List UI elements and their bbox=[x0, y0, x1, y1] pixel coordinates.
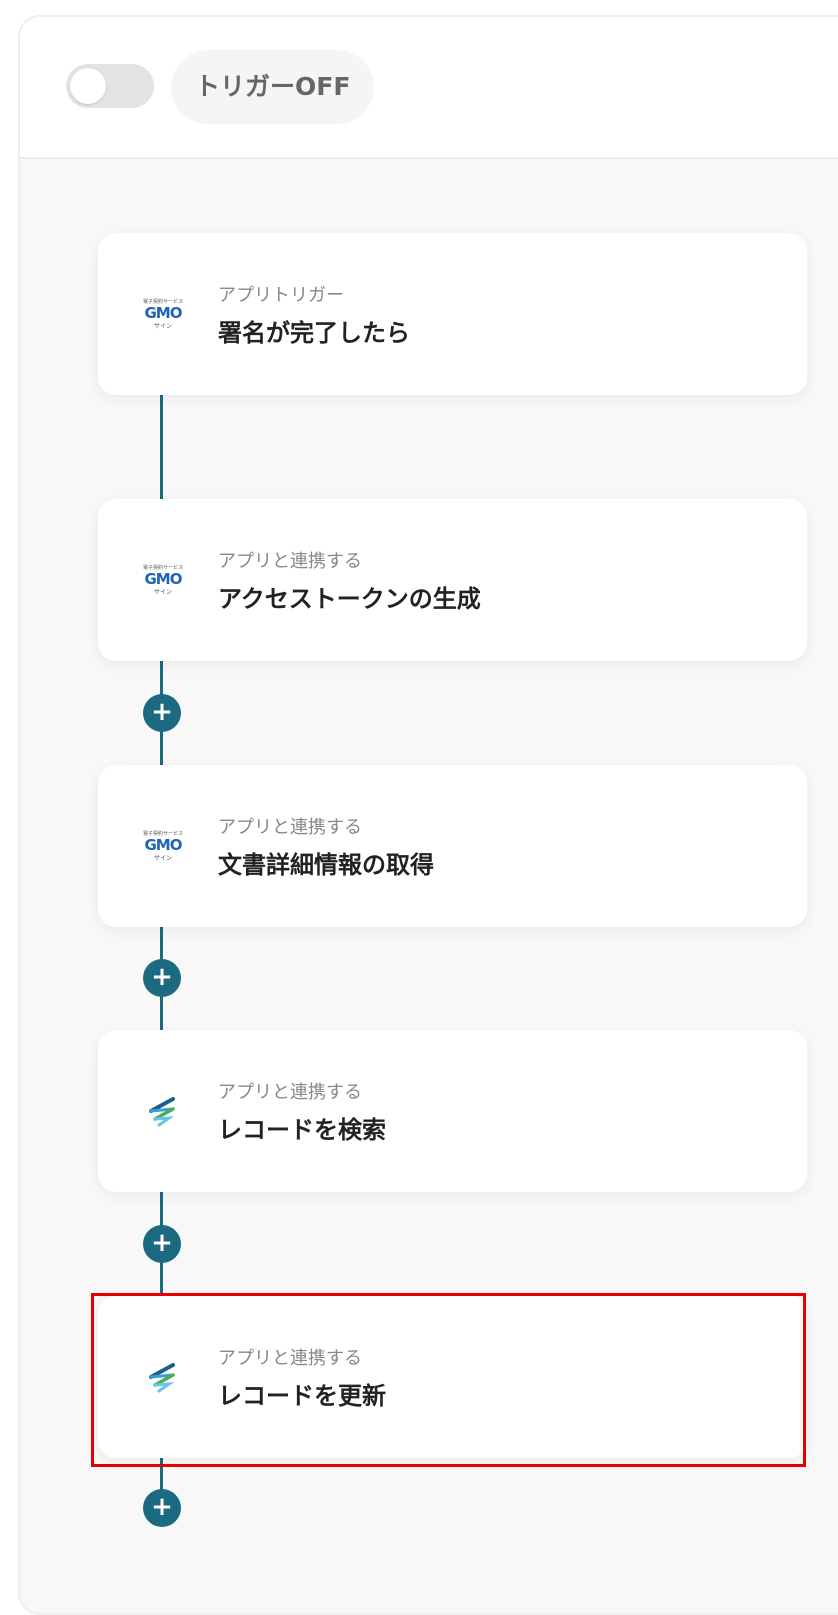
logo-bottom: サイン bbox=[153, 323, 172, 330]
add-step-plus-icon[interactable]: + bbox=[143, 1225, 181, 1263]
logo-bottom: サイン bbox=[153, 855, 172, 862]
logo-top: 電子契約サービス bbox=[142, 831, 183, 837]
step-card[interactable]: アプリと連携するレコードを更新 bbox=[98, 1296, 807, 1458]
add-step-plus-icon[interactable]: + bbox=[143, 1489, 181, 1527]
step-title: 文書詳細情報の取得 bbox=[218, 851, 434, 879]
step-type: アプリと連携する bbox=[218, 551, 362, 572]
spiral-icon bbox=[138, 1088, 188, 1134]
flow-connector-line bbox=[160, 395, 163, 1515]
step-title: 署名が完了したら bbox=[218, 319, 410, 347]
step-type: アプリトリガー bbox=[218, 285, 344, 306]
logo-bottom: サイン bbox=[153, 589, 172, 596]
logo-main: GMO bbox=[144, 304, 183, 322]
highlight-box bbox=[91, 1293, 806, 1467]
trigger-status-label: トリガーOFF bbox=[171, 50, 375, 124]
step-type: アプリと連携する bbox=[218, 1082, 362, 1103]
add-step-plus-icon[interactable]: + bbox=[143, 959, 181, 997]
step-card[interactable]: アプリと連携するレコードを検索 bbox=[98, 1030, 807, 1192]
spiral-icon bbox=[138, 1354, 188, 1400]
step-type: アプリと連携する bbox=[218, 1348, 362, 1369]
logo-top: 電子契約サービス bbox=[142, 299, 183, 305]
flow-header: トリガーOFF bbox=[20, 17, 838, 159]
toggle-knob bbox=[70, 68, 106, 104]
step-title: アクセストークンの生成 bbox=[218, 585, 481, 613]
trigger-toggle[interactable] bbox=[66, 64, 154, 108]
add-step-plus-icon[interactable]: + bbox=[143, 694, 181, 732]
step-type: アプリと連携する bbox=[218, 817, 362, 838]
logo-main: GMO bbox=[144, 570, 183, 588]
logo-top: 電子契約サービス bbox=[142, 565, 183, 571]
step-title: レコードを検索 bbox=[218, 1116, 386, 1144]
logo-main: GMO bbox=[144, 836, 183, 854]
step-title: レコードを更新 bbox=[218, 1382, 386, 1410]
